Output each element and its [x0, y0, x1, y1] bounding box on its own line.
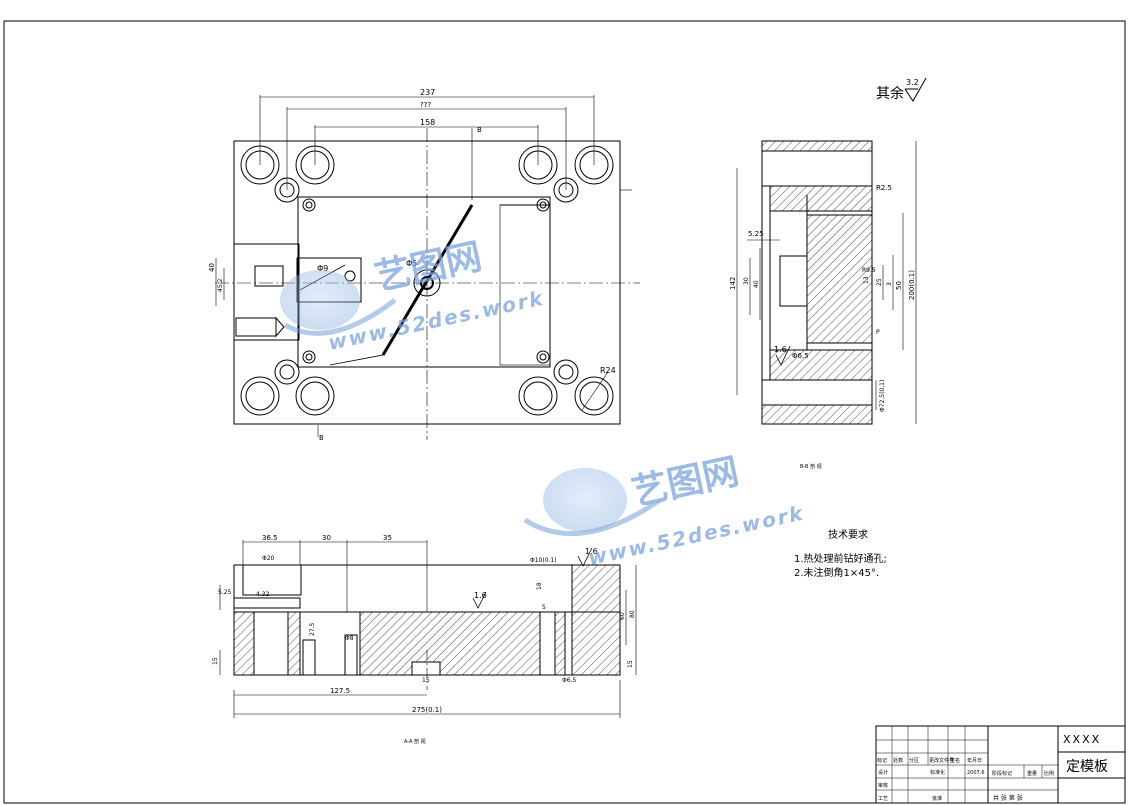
watermark-2-brand: 艺图网: [628, 451, 742, 514]
fs-d9: 127.5: [330, 687, 350, 695]
roughness-value: 3.2: [906, 78, 919, 87]
side-mark-a: 40: [208, 263, 216, 272]
tb-scale-label: 比例: [1044, 770, 1054, 777]
sv-dim-top-r: R9.5: [862, 267, 876, 274]
sv-dim-p: P: [876, 329, 880, 336]
sv-dim-bottom: Φ72.5(0.1): [879, 380, 886, 412]
fs-d3: 35: [383, 534, 392, 542]
tech-requirements: 技术要求 1.热处理前钻好通孔; 2.未注倒角1×45°.: [794, 528, 887, 579]
fs-r1: Φ10(0.1): [530, 557, 557, 564]
title-block-text: XXXX 定模板 标记 处数 分区 更改文件号 签名 年月日 设计 审核 工艺 …: [877, 733, 1108, 802]
tb-weight-label: 重量: [1027, 770, 1037, 777]
front-section: [219, 540, 637, 718]
tb-row-design: 设计: [878, 769, 888, 776]
fs-d8: 27.5: [309, 622, 316, 636]
top-view-labels: 237 ??? 158 Φ5 Φ9 R24 40 45.2 B B: [208, 88, 616, 442]
tb-date: 2007.6: [967, 770, 985, 776]
fs-caption: A-A 剖 视: [404, 738, 426, 745]
sv-dim-h4: 30: [743, 277, 750, 285]
side-view: [736, 140, 917, 425]
front-section-labels: 36.5 30 35 Φ20 5.25 4.32 15 27.5 127.5 Φ…: [212, 534, 636, 745]
section-mark-bottom: B: [319, 434, 324, 442]
fs-d7: 15: [212, 657, 219, 665]
fs-d1: 36.5: [262, 534, 278, 542]
tb-header-1: 处数: [893, 757, 903, 764]
tb-header-0: 标记: [877, 757, 887, 764]
fs-d11: 15: [422, 677, 430, 684]
tb-std: 标准化: [930, 769, 945, 776]
sv-roughness-label: Φ6.5: [792, 352, 809, 360]
sv-roughness: 1.6: [774, 345, 787, 354]
part-name: 定模板: [1066, 759, 1108, 775]
fs-h5: 5: [542, 604, 546, 611]
tb-sheets: 共 张 第 张: [993, 794, 1023, 802]
roughness-note: 其余 3.2: [876, 77, 927, 102]
section-mark-top: B: [477, 126, 482, 134]
tech-title: 技术要求: [828, 528, 868, 541]
sv-dim-h3: 40: [753, 280, 760, 288]
sv-dim-h6: 13: [863, 276, 870, 284]
top-view: [215, 95, 640, 440]
sv-dim-h2: 50: [895, 281, 903, 290]
fs-total: 275(0.1): [412, 706, 442, 714]
watermark-2: 艺图网 www.52des.work: [523, 451, 807, 570]
title-block: [875, 725, 1126, 804]
fs-h4: 18: [536, 582, 543, 590]
dim-mid-width: ???: [420, 101, 431, 109]
fs-d5: 5.25: [218, 589, 232, 596]
sv-dim-h5: 25: [876, 278, 883, 286]
drawing-border: [3, 20, 1126, 804]
sv-caption: B-B 剖 视: [800, 463, 822, 470]
tech-item-2: 2.未注倒角1×45°.: [794, 566, 879, 579]
fs-d2: 30: [322, 534, 331, 542]
side-mark-b: 45.2: [217, 278, 224, 292]
dim-inner-width: 158: [420, 118, 435, 127]
tb-header-4: 签名: [950, 757, 960, 764]
fs-h2: 60: [619, 612, 626, 620]
fs-roughness-b: 1.6: [585, 547, 598, 556]
fs-h1: 15: [627, 660, 634, 668]
sv-dim-h1: 142: [729, 277, 737, 290]
tb-header-5: 年月日: [967, 757, 982, 764]
fs-d12: Φ6.5: [562, 677, 576, 684]
callout-corner-r: R24: [600, 366, 616, 375]
tb-header-2: 分区: [909, 757, 919, 764]
tb-header-3: 更改文件号: [929, 757, 954, 764]
tech-item-1: 1.热处理前钻好通孔;: [794, 552, 887, 565]
fs-roughness-a: 1.6: [474, 591, 487, 600]
side-view-labels: R2.5 5.25 142 50 40 30 25 13 3 200(0.1) …: [729, 184, 916, 470]
tb-row-review: 审核: [878, 782, 888, 789]
sv-dim-h7: 3: [886, 282, 893, 286]
sv-dim-r: R2.5: [876, 184, 892, 192]
fs-d10: Φ8: [345, 635, 354, 642]
roughness-prefix: 其余: [876, 85, 904, 102]
fs-h3: 80: [629, 610, 636, 618]
dim-overall-width: 237: [420, 88, 435, 97]
tb-approve: 批准: [932, 795, 942, 802]
tb-row-process: 工艺: [878, 796, 888, 802]
sv-dim-d1: 5.25: [748, 230, 764, 238]
fs-d4: Φ20: [262, 555, 275, 562]
sv-dim-total: 200(0.1): [908, 270, 916, 300]
watermark-1: 艺图网 www.52des.work: [280, 236, 547, 355]
drawing-code: XXXX: [1063, 733, 1101, 746]
callout-slot: Φ9: [317, 264, 328, 273]
fs-d6: 4.32: [256, 591, 270, 598]
callout-hole-center: Φ5: [406, 259, 417, 268]
tb-stage-label: 阶段标记: [992, 770, 1012, 777]
